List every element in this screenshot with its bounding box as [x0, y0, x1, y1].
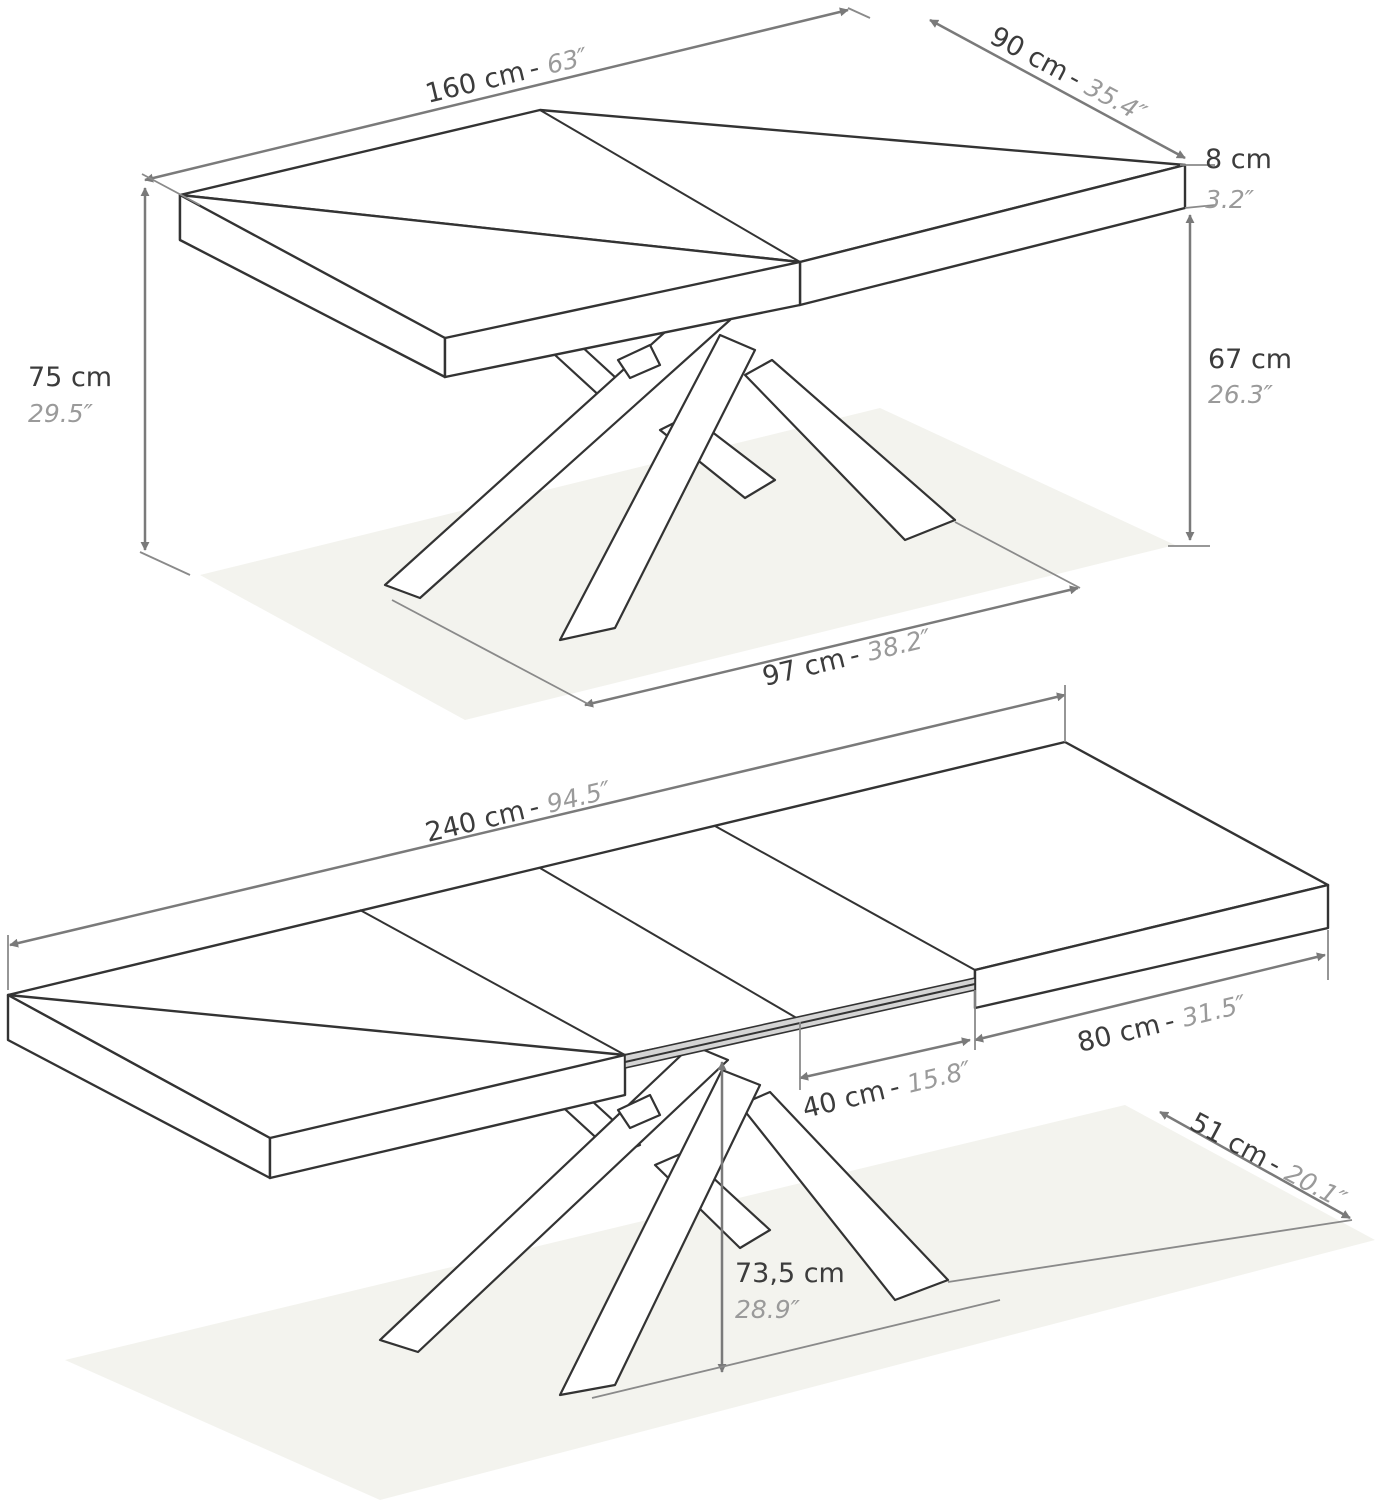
extended-table-drawing: [6, 740, 1375, 1500]
ext-front-leg-center: [558, 1068, 762, 1397]
extended-length-label: 240 cm - 94.5″: [422, 774, 614, 849]
base-length-cm: 97 cm: [759, 643, 848, 693]
extended-top-front-left: [268, 1053, 627, 1180]
leaf-cm: 40 cm: [799, 1075, 888, 1125]
under-top-height-cm: 67 cm: [1208, 344, 1292, 375]
back-leg-right: [743, 358, 957, 542]
total-height-cm: 75 cm: [28, 362, 112, 393]
closed-depth-label: 90 cm - 35.4″: [985, 21, 1152, 130]
leaf-inch: 15.8″: [904, 1055, 975, 1099]
extended-length-inch: 94.5″: [544, 775, 615, 819]
extension-inch: 31.5″: [1179, 989, 1250, 1033]
extended-top-left-edge: [6, 993, 272, 1180]
closed-floor-shadow: [200, 408, 1175, 720]
closed-table-drawing: [178, 108, 1187, 720]
closed-length-cm: 160 cm: [422, 56, 528, 110]
total-height-inch: 29.5″: [28, 399, 94, 428]
closed-length-label: 160 cm - 63″: [422, 41, 591, 110]
leg-clearance-cm: 73,5 cm: [735, 1258, 845, 1289]
ext-left-panel-edge: [7, 994, 271, 1139]
base-length-inch: 38.2″: [864, 623, 935, 667]
extended-dimension-lines: [7, 685, 1353, 1399]
ext-back-leg-right: [738, 1090, 950, 1302]
top-thickness-cm: 8 cm: [1205, 144, 1272, 175]
closed-dimension-lines: [139, 7, 1216, 708]
extended-length-cm: 240 cm: [422, 795, 528, 849]
extension-cm: 80 cm: [1074, 1009, 1163, 1059]
closed-depth-cm: 90 cm: [985, 21, 1074, 88]
leg-clearance-inch: 28.9″: [735, 1295, 801, 1324]
center-hub: [616, 343, 662, 380]
top-thickness-inch: 3.2″: [1205, 185, 1255, 214]
extension-label: 80 cm - 31.5″: [1074, 988, 1250, 1059]
leaf-label: 40 cm - 15.8″: [799, 1054, 975, 1125]
ext-center-hub: [616, 1093, 662, 1130]
under-top-height-inch: 26.3″: [1208, 380, 1274, 409]
